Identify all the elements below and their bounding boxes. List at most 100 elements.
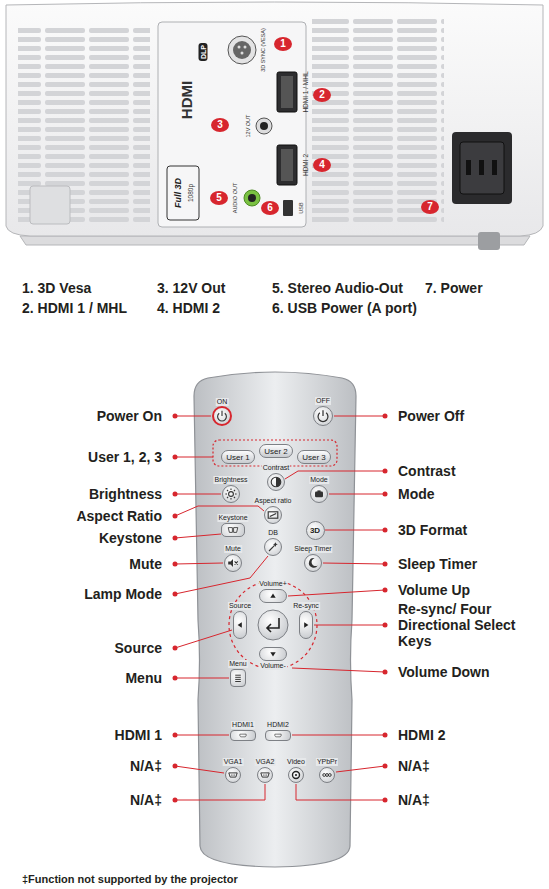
remote-button: Aspect ratio xyxy=(264,506,282,524)
button-label: Source xyxy=(228,602,252,610)
port-legend: 3. 12V Out xyxy=(157,280,225,296)
callout-label: Aspect Ratio xyxy=(76,508,162,524)
panel-marking: USB xyxy=(299,202,305,213)
button-icon xyxy=(223,486,239,502)
button-label: DB xyxy=(267,529,279,537)
button-label: Contrast xyxy=(262,464,290,472)
button-label: HDMI2 xyxy=(266,721,290,729)
button-text: User 2 xyxy=(264,447,288,456)
user-button: User 2 xyxy=(259,444,293,458)
button-icon xyxy=(265,507,281,523)
callout-label: 3D Format xyxy=(398,522,467,538)
button-icon xyxy=(234,612,246,638)
callout-label: N/A‡ xyxy=(130,758,162,774)
button-label: VGA2 xyxy=(255,758,276,766)
remote-button: Mute xyxy=(224,554,242,572)
button-icon xyxy=(260,648,286,660)
projector-body xyxy=(6,2,543,250)
button-label: Menu xyxy=(228,660,248,668)
callout-number: 4 xyxy=(313,158,331,172)
panel-marking: 1080p xyxy=(188,184,195,202)
button-icon xyxy=(266,731,290,740)
button-text: User 1 xyxy=(226,453,250,462)
remote-button: ON xyxy=(212,406,232,426)
callout-label: Contrast xyxy=(398,463,456,479)
port-legend: 7. Power xyxy=(425,280,483,296)
button-icon xyxy=(226,768,240,782)
callout-number-text: 2 xyxy=(313,88,331,102)
button-icon xyxy=(225,555,241,571)
callout-number-text: 3 xyxy=(211,118,229,132)
remote-button: Keystone xyxy=(221,523,245,537)
button-text: User 3 xyxy=(302,453,326,462)
button-icon xyxy=(311,486,327,502)
callout-number-text: 6 xyxy=(261,201,279,215)
remote-button: VGA2 xyxy=(257,767,273,783)
remote-button: Sleep Timer xyxy=(304,554,322,572)
callout-number: 3 xyxy=(211,118,229,132)
button-label: Sleep Timer xyxy=(293,545,332,553)
callout-label: Mute xyxy=(129,556,162,572)
callout-label: Brightness xyxy=(89,486,162,502)
button-icon xyxy=(231,670,245,686)
remote-button: YPbPr xyxy=(319,767,335,783)
panel-marking: DLP xyxy=(199,43,208,61)
callout-label: HDMI 1 xyxy=(115,727,162,743)
button-label: YPbPr xyxy=(316,758,338,766)
callout-label: HDMI 2 xyxy=(398,727,445,743)
panel-marking: 12V OUT xyxy=(246,115,252,138)
button-icon xyxy=(231,731,255,740)
remote-button: OFF xyxy=(313,406,333,426)
panel-marking: HDMI 1 / MHL xyxy=(303,71,310,112)
port-legend: 2. HDMI 1 / MHL xyxy=(22,300,127,316)
remote-button: Video xyxy=(288,767,304,783)
callout-number: 2 xyxy=(313,88,331,102)
callout-label: Lamp Mode xyxy=(84,586,162,602)
button-label: Aspect ratio xyxy=(254,497,293,505)
callout-number: 6 xyxy=(261,201,279,215)
button-icon xyxy=(268,474,284,490)
remote-control xyxy=(194,372,356,867)
button-icon xyxy=(305,555,321,571)
button-label: ON xyxy=(216,398,229,406)
callout-label: N/A‡ xyxy=(130,792,162,808)
remote-button: Mode xyxy=(310,485,328,503)
button-label: HDMI1 xyxy=(231,721,255,729)
button-icon xyxy=(289,768,303,782)
port-legend: 5. Stereo Audio-Out xyxy=(272,280,403,296)
button-icon xyxy=(265,539,281,555)
button-label: VGA1 xyxy=(223,758,244,766)
remote-button: Brightness xyxy=(222,485,240,503)
port-legend: 4. HDMI 2 xyxy=(157,300,220,316)
remote-button: Re-sync xyxy=(299,611,313,639)
3d-button: 3D xyxy=(306,521,325,540)
panel-marking: Full 3D xyxy=(174,178,183,208)
button-label: Mode xyxy=(309,476,329,484)
callout-number-text: 7 xyxy=(421,200,439,214)
button-text: 3D xyxy=(310,526,320,535)
callout-label: Menu xyxy=(125,670,162,686)
port-legend: 1. 3D Vesa xyxy=(22,280,91,296)
callout-label: Power Off xyxy=(398,408,464,424)
button-icon xyxy=(214,408,230,424)
button-label: Re-sync xyxy=(292,602,320,610)
remote-button: Contrast xyxy=(267,473,285,491)
callout-label: Volume Up xyxy=(398,582,470,598)
panel-marking: 3D SYNC (VESA) xyxy=(261,28,267,72)
callout-number: 1 xyxy=(274,37,292,51)
port-legend: 6. USB Power (A port) xyxy=(272,300,417,316)
callout-label: Power On xyxy=(97,408,162,424)
remote-button: Volume+ xyxy=(259,589,287,603)
remote-button: Volume- xyxy=(259,647,287,661)
panel-marking: AUDIO OUT xyxy=(233,183,239,214)
callout-label: Source xyxy=(115,640,162,656)
user-button: User 3 xyxy=(297,450,331,464)
remote-button: VGA1 xyxy=(225,767,241,783)
button-label: OFF xyxy=(315,397,331,405)
remote-button: Source xyxy=(233,611,247,639)
callout-number: 5 xyxy=(210,191,228,205)
button-icon xyxy=(222,524,244,536)
button-icon xyxy=(320,768,334,782)
callout-label: N/A‡ xyxy=(398,758,430,774)
